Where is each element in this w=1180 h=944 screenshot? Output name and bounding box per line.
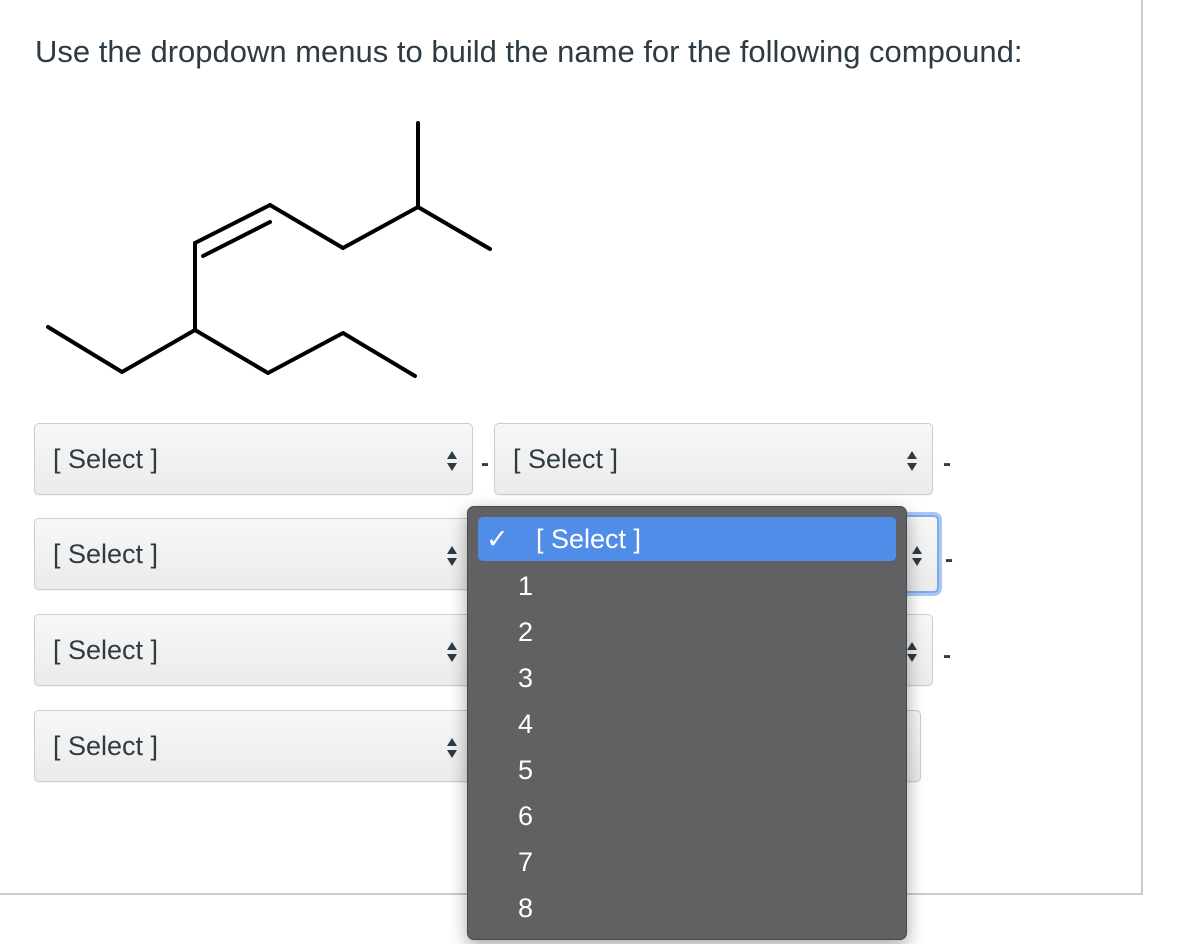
select-label: [ Select ]: [53, 635, 159, 665]
separator: -: [943, 450, 951, 477]
select-label: [ Select ]: [53, 731, 159, 761]
option-label: [ Select ]: [536, 524, 642, 554]
select-arrows-icon: [907, 642, 917, 662]
dropdown-menu-popup[interactable]: ✓ [ Select ] 1 2 3 4 5 6 7 8: [467, 506, 907, 940]
question-prompt: Use the dropdown menus to build the name…: [35, 34, 1023, 69]
select-dropdown-1[interactable]: [ Select ]: [34, 423, 473, 495]
option-label: 5: [518, 755, 534, 785]
select-arrows-icon: [447, 451, 457, 471]
option-label: 8: [518, 893, 534, 923]
dropdown-option-8[interactable]: 8: [478, 885, 896, 929]
dropdown-option-3[interactable]: 3: [478, 655, 896, 699]
separator: -: [481, 450, 489, 477]
compound-structure-image: [46, 121, 492, 378]
option-label: 2: [518, 617, 534, 647]
dropdown-option-6[interactable]: 6: [478, 793, 896, 837]
option-label: 3: [518, 663, 534, 693]
option-label: 7: [518, 847, 534, 877]
select-label: [ Select ]: [53, 444, 159, 474]
select-label: [ Select ]: [53, 539, 159, 569]
select-arrows-icon: [447, 546, 457, 566]
separator: -: [945, 546, 953, 573]
dropdown-option-select[interactable]: ✓ [ Select ]: [478, 517, 896, 561]
select-arrows-icon: [907, 451, 917, 471]
option-label: 6: [518, 801, 534, 831]
option-label: 1: [518, 571, 534, 601]
dropdown-option-7[interactable]: 7: [478, 839, 896, 883]
select-label: [ Select ]: [513, 444, 619, 474]
select-arrows-icon: [912, 546, 922, 566]
dropdown-option-1[interactable]: 1: [478, 563, 896, 607]
separator: -: [943, 642, 951, 669]
select-dropdown-3[interactable]: [ Select ]: [34, 518, 473, 590]
checkmark-icon: ✓: [486, 524, 509, 554]
select-arrows-icon: [447, 738, 457, 758]
dropdown-option-5[interactable]: 5: [478, 747, 896, 791]
select-dropdown-7[interactable]: [ Select ]: [34, 710, 473, 782]
select-dropdown-2[interactable]: [ Select ]: [494, 423, 933, 495]
dropdown-option-2[interactable]: 2: [478, 609, 896, 653]
option-label: 4: [518, 709, 534, 739]
select-dropdown-5[interactable]: [ Select ]: [34, 614, 473, 686]
dropdown-option-4[interactable]: 4: [478, 701, 896, 745]
select-arrows-icon: [447, 642, 457, 662]
card-border-right: [1141, 0, 1143, 895]
